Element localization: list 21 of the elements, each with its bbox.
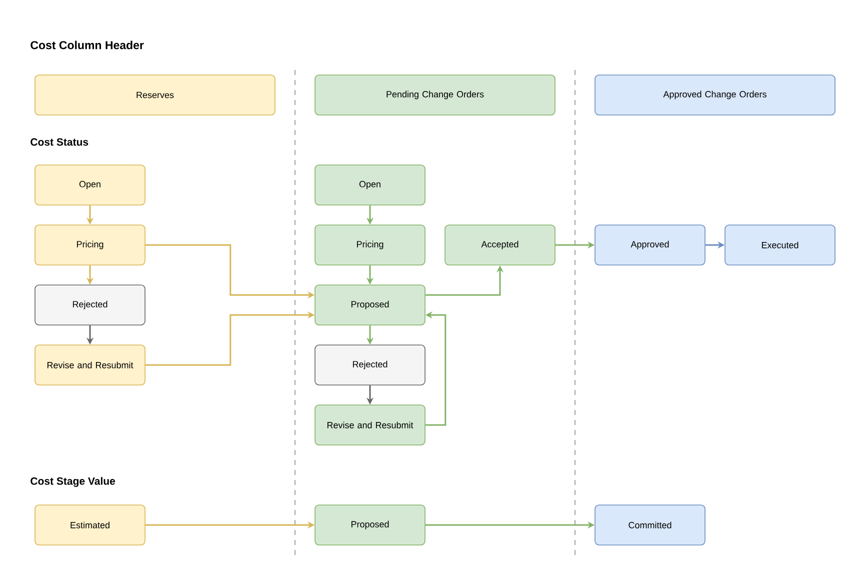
status-box: Accepted bbox=[444, 224, 556, 266]
stage-box: Estimated bbox=[34, 504, 146, 546]
status-box: Revise and Resubmit bbox=[34, 344, 146, 386]
section-heading: Cost Stage Value bbox=[30, 477, 116, 487]
status-box: Rejected bbox=[314, 344, 426, 386]
status-box: Approved bbox=[594, 224, 706, 266]
stage-box: Committed bbox=[594, 504, 706, 546]
column-header-box: Pending Change Orders bbox=[314, 74, 556, 116]
status-box: Rejected bbox=[34, 284, 146, 326]
section-heading: Cost Column Header bbox=[30, 40, 144, 50]
stage-box: Proposed bbox=[314, 504, 426, 546]
status-box: Pricing bbox=[314, 224, 426, 266]
column-header-box: Reserves bbox=[34, 74, 276, 116]
column-header-box: Approved Change Orders bbox=[594, 74, 836, 116]
status-box: Executed bbox=[724, 224, 836, 266]
status-box: Open bbox=[34, 164, 146, 206]
status-box: Pricing bbox=[34, 224, 146, 266]
status-box: Revise and Resubmit bbox=[314, 404, 426, 446]
section-heading: Cost Status bbox=[30, 138, 88, 146]
status-box: Proposed bbox=[314, 284, 426, 326]
status-box: Open bbox=[314, 164, 426, 206]
